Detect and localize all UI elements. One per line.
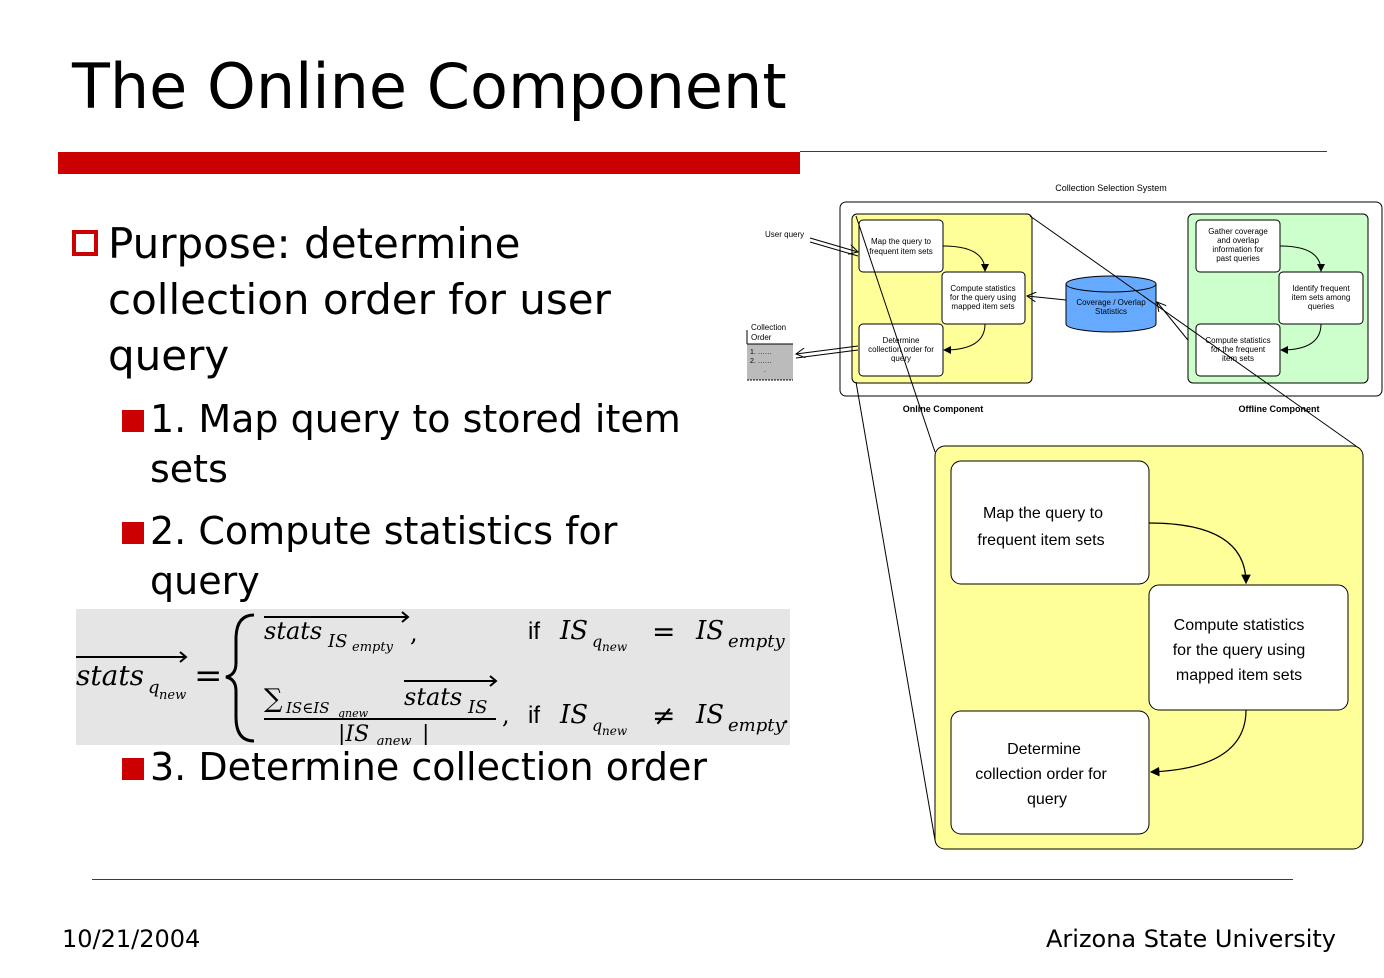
zoom-line-bottom bbox=[855, 381, 936, 841]
formula-cond1-left-sub: q bbox=[592, 632, 602, 651]
collection-order-list bbox=[747, 344, 793, 380]
formula-sum-subsub: qnew bbox=[338, 707, 369, 720]
formula-cond2-right-sub: empty bbox=[728, 715, 785, 736]
formula-cond1-left: IS bbox=[559, 616, 588, 646]
online-step-map bbox=[858, 219, 944, 273]
formula-lhs-sub: q bbox=[148, 677, 160, 698]
online-step-compute bbox=[941, 271, 1026, 325]
order-item-1: 1. …… bbox=[750, 349, 772, 356]
formula-lhs-subsub: new bbox=[159, 688, 186, 703]
formula-sum-sub: IS∈IS bbox=[285, 699, 330, 717]
step-text-2: 2. Compute statistics for query bbox=[150, 509, 618, 603]
user-query-label: User query bbox=[765, 230, 804, 239]
zoom-line-left bbox=[855, 215, 936, 453]
zoom-step-map bbox=[950, 460, 1150, 585]
purpose-text: Purpose: determine collection order for … bbox=[108, 219, 611, 380]
step-item-2: 2. Compute statistics for query bbox=[122, 506, 712, 606]
svg-text:,: , bbox=[410, 619, 418, 647]
statistics-formula: stats q new = stats IS empty , if IS q n… bbox=[76, 609, 790, 749]
online-component-label: Online Component bbox=[903, 404, 984, 414]
formula-case1-subsub: empty bbox=[352, 640, 394, 655]
step-item-3: 3. Determine collection order bbox=[122, 742, 712, 792]
formula-case1-sub: IS bbox=[327, 631, 347, 652]
formula-cond2-left: IS bbox=[559, 700, 588, 730]
purpose-bullet: Purpose: determine collection order for … bbox=[72, 216, 712, 384]
formula-cond2-left-sub: q bbox=[592, 716, 602, 735]
slide-title: The Online Component bbox=[72, 50, 787, 123]
filled-square-bullet-icon bbox=[122, 410, 144, 432]
formula-sum: ∑ bbox=[264, 684, 283, 714]
step-text-1: 1. Map query to stored item sets bbox=[150, 397, 681, 491]
step-text-3: 3. Determine collection order bbox=[150, 745, 708, 789]
footer-organization: Arizona State University bbox=[1045, 925, 1336, 953]
formula-denominator-close: | bbox=[422, 722, 429, 745]
formula-if-1: if bbox=[528, 618, 540, 645]
formula-case2-sub: IS bbox=[467, 697, 487, 718]
title-rule bbox=[800, 151, 1327, 152]
zoom-line-right bbox=[1029, 215, 1357, 447]
formula-lhs: stats bbox=[76, 659, 144, 692]
footer-rule bbox=[92, 879, 1293, 880]
footer-date: 10/21/2004 bbox=[62, 925, 201, 953]
title-accent-bar bbox=[58, 152, 800, 174]
formula-cond1-right: IS bbox=[695, 616, 724, 646]
formula-equals: = bbox=[194, 656, 223, 696]
svg-text:,: , bbox=[502, 701, 510, 729]
formula-cond2-right: IS bbox=[695, 700, 724, 730]
offline-component-label: Offline Component bbox=[1239, 404, 1320, 414]
filled-square-bullet-icon bbox=[122, 522, 144, 544]
formula-graphic: stats q new = stats IS empty , if IS q n… bbox=[76, 611, 790, 749]
zoom-step-compute bbox=[1148, 584, 1349, 711]
hollow-square-bullet-icon bbox=[72, 230, 98, 256]
formula-if-2: if bbox=[528, 702, 540, 729]
formula-case1-term: stats bbox=[264, 617, 322, 645]
formula-cond2-left-subsub: new bbox=[602, 724, 628, 738]
filled-square-bullet-icon bbox=[122, 758, 144, 780]
formula-case2-term: stats bbox=[404, 683, 462, 711]
formula-cond1-op: = bbox=[652, 615, 675, 648]
zoom-step-determine bbox=[950, 710, 1150, 835]
formula-cond1-left-subsub: new bbox=[602, 640, 628, 654]
formula-denominator: |IS bbox=[338, 722, 369, 745]
step-item-1: 1. Map query to stored item sets bbox=[122, 394, 712, 494]
svg-text:.: . bbox=[782, 701, 790, 729]
order-item-3: . bbox=[764, 367, 766, 374]
order-item-2: 2. …… bbox=[750, 358, 772, 365]
offline-step-compute bbox=[1195, 323, 1281, 377]
system-label: Collection Selection System bbox=[1055, 183, 1167, 193]
formula-cond2-op: ≠ bbox=[652, 699, 675, 732]
formula-cond1-right-sub: empty bbox=[728, 631, 785, 652]
